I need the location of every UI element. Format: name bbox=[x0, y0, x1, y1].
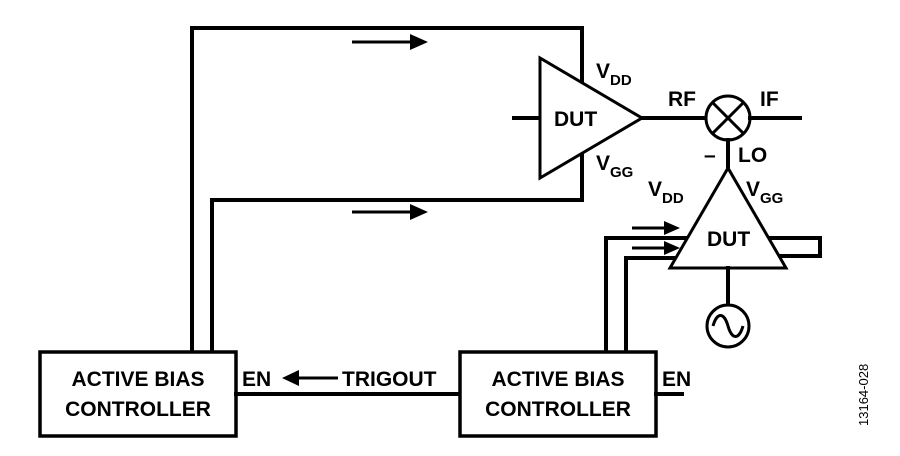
mixer-icon bbox=[704, 94, 752, 142]
controller-left-box bbox=[38, 350, 238, 438]
wire-vgg-top bbox=[210, 148, 584, 354]
dut-bottom-triangle bbox=[667, 165, 789, 270]
dut-bottom-label: DUT bbox=[707, 228, 750, 251]
dut-top-triangle bbox=[538, 55, 645, 181]
controller-right-line1: ACTIVE BIAS bbox=[491, 368, 624, 391]
dut-bottom-vdd: VDD bbox=[648, 178, 684, 207]
lo-label: LO bbox=[738, 144, 767, 167]
arrow-icon bbox=[352, 34, 428, 50]
sine-source-icon bbox=[705, 303, 751, 349]
arrow-icon bbox=[352, 204, 428, 220]
en-left-label: EN bbox=[242, 368, 271, 391]
dut-top-label: DUT bbox=[554, 108, 597, 131]
if-label: IF bbox=[760, 88, 779, 111]
en-right-label: EN bbox=[662, 368, 691, 391]
controller-left-line1: ACTIVE BIAS bbox=[71, 368, 204, 391]
arrow-icon bbox=[632, 241, 680, 255]
figure-id: 13164-028 bbox=[856, 364, 871, 426]
arrow-icon bbox=[632, 221, 680, 235]
dut-bottom-vgg: VGG bbox=[746, 178, 783, 207]
wire-vgg-bottom bbox=[624, 256, 692, 354]
arrow-icon bbox=[282, 370, 338, 386]
dut-top-vgg: VGG bbox=[596, 152, 633, 181]
wire-vdd-top bbox=[190, 26, 584, 354]
controller-right-line2: CONTROLLER bbox=[485, 398, 631, 421]
lo-minus: – bbox=[704, 144, 716, 167]
dut-top-vdd: VDD bbox=[596, 60, 632, 89]
controller-right-box bbox=[458, 350, 658, 438]
trigout-label: TRIGOUT bbox=[342, 368, 437, 391]
rf-label: RF bbox=[668, 88, 696, 111]
controller-left-line2: CONTROLLER bbox=[65, 398, 211, 421]
